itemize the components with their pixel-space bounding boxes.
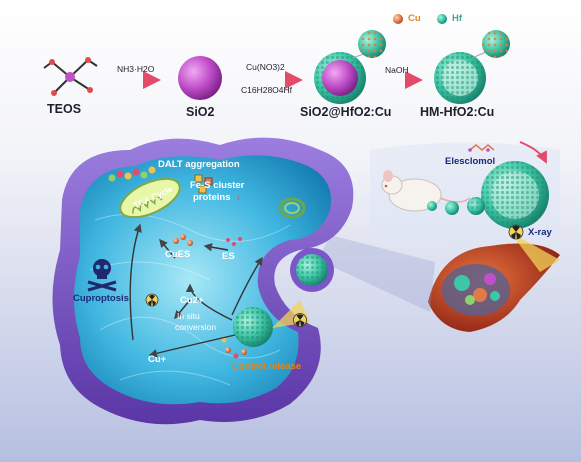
hollow-zoom	[471, 30, 510, 59]
es-label: ES	[222, 251, 235, 262]
teos-molecule	[43, 57, 98, 96]
fes-cluster	[194, 174, 213, 194]
element-legend	[393, 14, 447, 24]
reagent-ammonia: NH3·H2O	[117, 64, 155, 74]
xray-beam-cell	[145, 293, 310, 328]
fes-label-line1: Fe-S cluster	[190, 180, 245, 191]
hf-legend-label: Hf	[452, 13, 463, 24]
zoom-connector	[318, 235, 435, 312]
core-shell-particle	[314, 52, 366, 104]
sio2-label: SiO2	[186, 105, 215, 119]
insitu-label-line2: conversion	[175, 322, 217, 332]
skull-icon	[87, 259, 117, 292]
insitu-label-line1: In situ	[177, 311, 200, 321]
cu-legend-label: Cu	[408, 13, 421, 24]
control-release-label: Control release	[232, 361, 302, 372]
decrease-arrow: ↓	[236, 192, 241, 203]
xray-label: X-ray	[528, 227, 552, 238]
sio2-sphere	[178, 56, 222, 100]
cues-label: CuES	[165, 249, 191, 260]
hf-legend-dot	[437, 14, 447, 24]
elesclomol-molecule	[468, 144, 495, 152]
hollow-particle	[434, 52, 486, 104]
product-label: HM-HfO2:Cu	[420, 105, 495, 119]
xray-beam-tumor	[508, 224, 560, 272]
cu1-label: Cu+	[148, 354, 167, 365]
fes-label-line2: proteins	[193, 192, 231, 203]
golgi	[278, 197, 306, 219]
cuproptosis-label: Cuproptosis	[73, 293, 129, 304]
elesclomol-label: Elesclomol	[445, 156, 496, 167]
treatment-panel	[370, 141, 560, 243]
tumor	[428, 243, 560, 332]
cell-nanoparticle	[221, 307, 273, 359]
reagent-hafnium-precursor: C16H28O4Hf	[241, 85, 293, 95]
teos-label: TEOS	[47, 102, 82, 116]
dalt-label: DALT aggregation	[158, 159, 240, 170]
reagent-copper-nitrate: Cu(NO3)2	[246, 62, 285, 72]
core-shell-zoom	[351, 30, 386, 59]
cu2-label: Cu2+	[180, 295, 204, 306]
mitochondrion	[119, 177, 181, 219]
cu-legend-dot	[393, 14, 403, 24]
cu-es-particles	[173, 234, 242, 246]
reagent-naoh: NaOH	[385, 65, 409, 75]
endocytic-pocket	[290, 248, 334, 292]
core-shell-label: SiO2@HfO2:Cu	[300, 105, 392, 119]
dalt-protein-cluster	[108, 166, 156, 182]
cell-arrows	[129, 223, 263, 358]
